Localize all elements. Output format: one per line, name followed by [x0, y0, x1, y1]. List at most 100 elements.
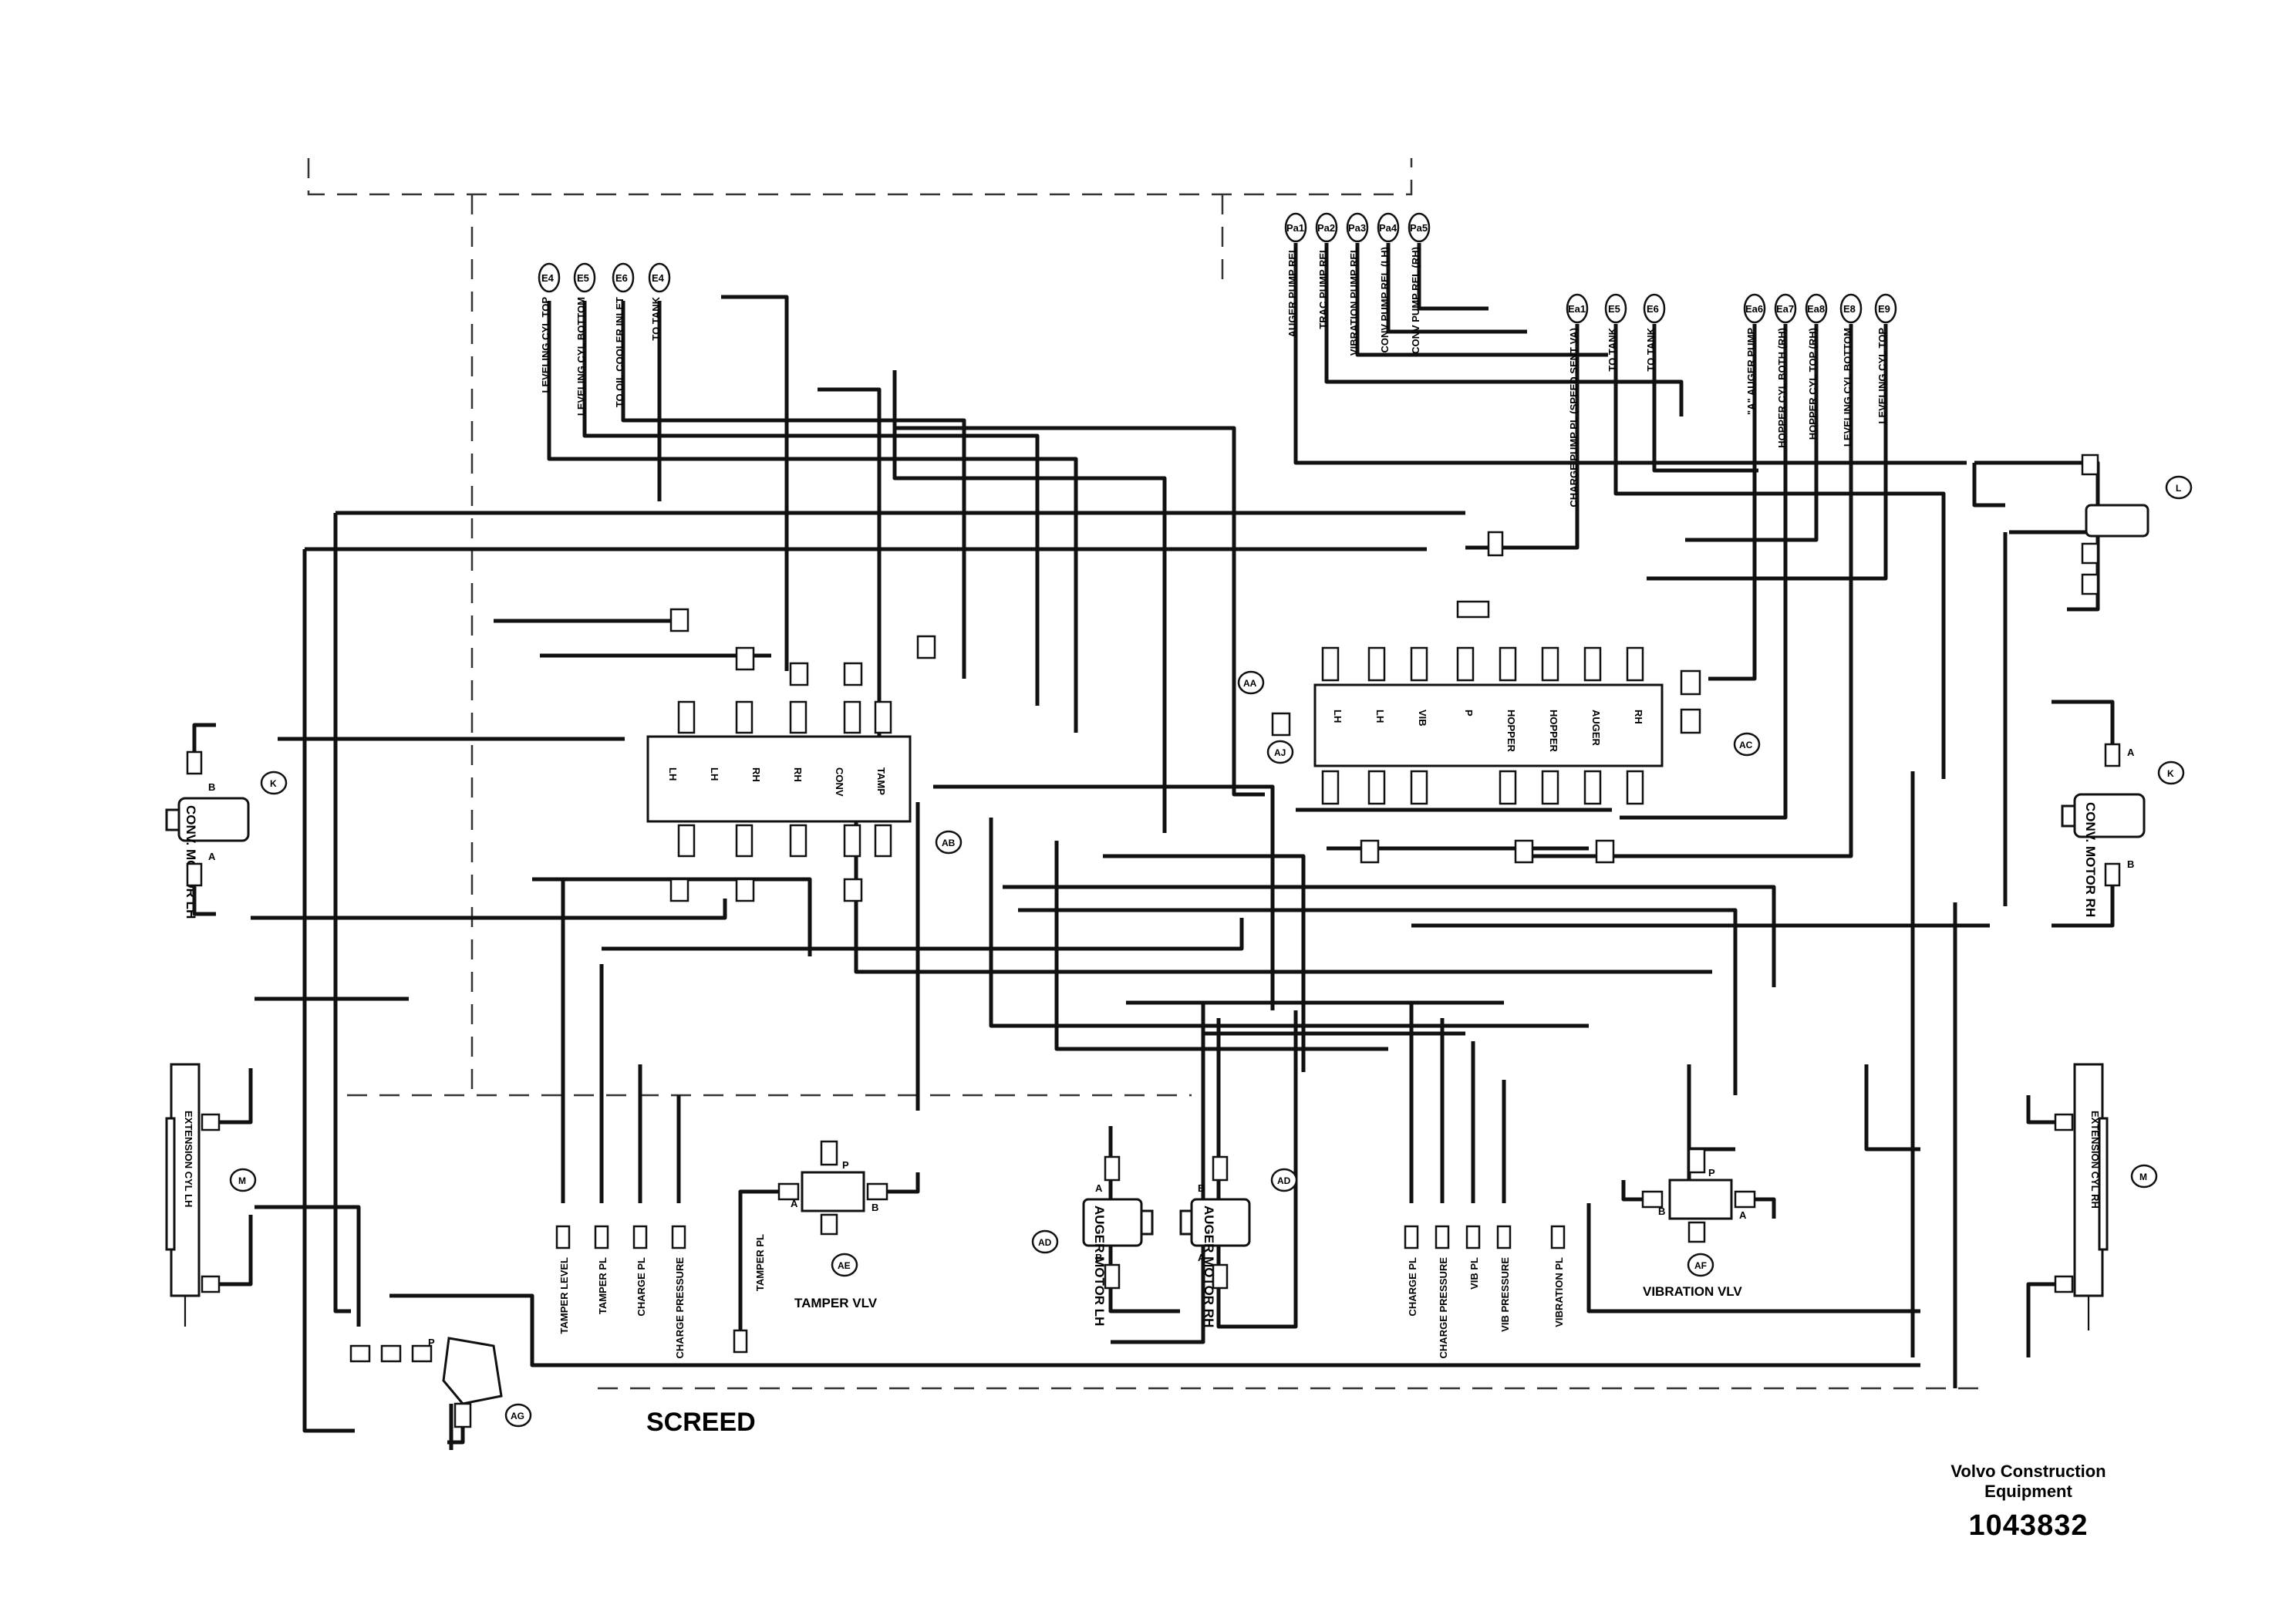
company-name-line2: Equipment: [1984, 1482, 2072, 1501]
svg-text:HOPPER CYL TOP (RH): HOPPER CYL TOP (RH): [1807, 328, 1819, 440]
svg-text:AUGER PUMP REL: AUGER PUMP REL: [1286, 247, 1298, 338]
right-manifold-section-1: LH: [1332, 710, 1344, 723]
svg-text:TO TANK: TO TANK: [1607, 327, 1618, 371]
svg-text:VIBRATION VLV: VIBRATION VLV: [1643, 1284, 1742, 1299]
ext-cyl-lh: EXTENSION CYL LH M: [165, 1063, 257, 1327]
svg-text:LEVELING CYL BOTTOM: LEVELING CYL BOTTOM: [1842, 328, 1853, 447]
bottom-left-labels: TAMPER LEVEL TAMPER PL CHARGE PL CHARGE …: [555, 1225, 766, 1359]
callout-ad-left: AD: [1031, 1229, 1059, 1254]
svg-text:AE: AE: [838, 1260, 851, 1271]
svg-text:P: P: [842, 1159, 849, 1171]
svg-text:TAMPER PL: TAMPER PL: [597, 1257, 609, 1314]
svg-text:E4: E4: [541, 272, 555, 284]
svg-text:TAMPER PL: TAMPER PL: [754, 1234, 766, 1291]
svg-text:M: M: [2139, 1172, 2147, 1182]
svg-text:VIBRATION PUMP REL: VIBRATION PUMP REL: [1348, 247, 1360, 356]
hose-routes: [251, 243, 2100, 1450]
svg-text:VIB PL: VIB PL: [1468, 1257, 1480, 1290]
svg-text:K: K: [270, 778, 277, 789]
svg-text:CHARGE PRESSURE: CHARGE PRESSURE: [674, 1257, 686, 1359]
callout-ae: AE: [831, 1253, 858, 1277]
svg-text:CONV PUMP REL (RH): CONV PUMP REL (RH): [1410, 247, 1421, 354]
callout-k-right: K: [2157, 760, 2185, 785]
svg-text:AD: AD: [1038, 1237, 1052, 1248]
callout-af: AF: [1687, 1253, 1714, 1277]
svg-text:TAMPER LEVEL: TAMPER LEVEL: [558, 1257, 570, 1334]
svg-text:Ea7: Ea7: [1776, 303, 1794, 315]
control-block: P AG: [349, 1337, 532, 1445]
svg-text:TO TANK: TO TANK: [1645, 327, 1657, 371]
ext-cyl-rh: EXTENSION CYL RH M: [2026, 1063, 2158, 1357]
svg-text:E4: E4: [652, 272, 665, 284]
right-manifold-section-4: P: [1463, 710, 1475, 717]
label-e5-level-bottom: E5 LEVELING CYL BOTTOM: [573, 262, 596, 416]
svg-text:AA: AA: [1243, 678, 1257, 689]
svg-text:E5: E5: [1608, 303, 1620, 315]
svg-text:VIB PRESSURE: VIB PRESSURE: [1499, 1257, 1511, 1332]
svg-text:CONV. MOTOR RH: CONV. MOTOR RH: [2083, 802, 2098, 917]
tamper-valve: P A B TAMPER VLV AE: [738, 1140, 920, 1334]
svg-text:TO OIL COOLER INLET: TO OIL COOLER INLET: [614, 297, 625, 407]
svg-text:A: A: [1095, 1182, 1103, 1194]
conv-motor-lh: CONV. MOTOR LH B A K: [165, 723, 288, 919]
document-number: 1043832: [1968, 1509, 2089, 1542]
left-manifold-section-3: RH: [750, 767, 762, 782]
svg-text:AUGER MOTOR RH: AUGER MOTOR RH: [1202, 1206, 1216, 1327]
svg-text:Pa1: Pa1: [1286, 222, 1304, 234]
svg-text:Pa2: Pa2: [1317, 222, 1335, 234]
svg-text:AD: AD: [1277, 1175, 1291, 1186]
right-manifold-section-3: VIB: [1417, 710, 1428, 727]
left-manifold: LH LH RH RH CONV TAMP: [646, 608, 963, 902]
auger-motor-lh: AUGER MOTOR LH A B AD: [1031, 1155, 1154, 1326]
right-manifold-section-7: AUGER: [1590, 710, 1602, 747]
callout-m-right: M: [2130, 1164, 2158, 1189]
svg-text:LEVELING CYL TOP: LEVELING CYL TOP: [1876, 328, 1888, 424]
left-manifold-section-2: LH: [709, 767, 720, 781]
callout-aj: AJ: [1266, 740, 1294, 764]
svg-text:TO TANK: TO TANK: [650, 296, 662, 340]
svg-text:A: A: [1739, 1209, 1747, 1221]
callout-k-left: K: [260, 771, 288, 795]
top-center-labels: Pa1 AUGER PUMP REL Pa2 TRAC PUMP REL Pa3…: [1284, 212, 1431, 356]
svg-text:B: B: [208, 781, 215, 793]
left-manifold-section-1: LH: [667, 767, 679, 781]
left-manifold-section-5: CONV: [834, 767, 845, 797]
callout-m-left: M: [229, 1168, 257, 1192]
svg-text:EXTENSION CYL LH: EXTENSION CYL LH: [183, 1111, 194, 1207]
svg-text:P: P: [1708, 1167, 1715, 1179]
svg-text:B: B: [2127, 858, 2134, 870]
right-manifold-section-6: HOPPER: [1548, 710, 1559, 753]
callout-ag: AG: [504, 1403, 532, 1428]
left-manifold-section-4: RH: [792, 767, 804, 782]
title-block: Volvo Construction Equipment 1043832: [1920, 1462, 2136, 1543]
svg-text:AJ: AJ: [1274, 747, 1286, 758]
conv-motor-rh: CONV. MOTOR RH A B K: [2061, 700, 2185, 928]
svg-text:AC: AC: [1739, 740, 1753, 750]
svg-text:A: A: [1198, 1252, 1205, 1263]
callout-ab: AB: [935, 830, 963, 855]
section-label-screed: SCREED: [646, 1408, 756, 1437]
vibration-valve: P B A VIBRATION VLV AF: [1621, 1148, 1776, 1299]
svg-text:B: B: [872, 1202, 878, 1213]
callout-ac: AC: [1733, 732, 1761, 757]
label-e4-tank: E4 TO TANK: [648, 262, 671, 341]
svg-text:E9: E9: [1878, 303, 1890, 315]
svg-text:LEVELING CYL TOP: LEVELING CYL TOP: [540, 297, 551, 393]
svg-text:VIBRATION PL: VIBRATION PL: [1553, 1257, 1565, 1327]
callout-l: L: [2165, 475, 2193, 500]
right-manifold: LH LH VIB P HOPPER HOPPER AUGER RH: [1237, 531, 1761, 864]
svg-text:AB: AB: [942, 838, 956, 848]
right-manifold-section-2: LH: [1374, 710, 1386, 723]
svg-text:CHARGE PRESSURE: CHARGE PRESSURE: [1438, 1257, 1449, 1359]
svg-text:Ea1: Ea1: [1568, 303, 1586, 315]
svg-text:B: B: [1198, 1182, 1205, 1194]
left-manifold-sections: LH LH RH RH CONV TAMP: [667, 767, 887, 797]
svg-text:P: P: [428, 1337, 435, 1348]
right-manifold-fittings: [1271, 531, 1701, 864]
dashed-boundaries: [307, 158, 1990, 1390]
svg-text:CHARGE PL: CHARGE PL: [636, 1257, 647, 1317]
svg-text:Pa5: Pa5: [1410, 222, 1428, 234]
svg-text:Pa3: Pa3: [1348, 222, 1366, 234]
svg-text:CHARGE PL: CHARGE PL: [1407, 1257, 1418, 1317]
svg-text:CHARGE PUMP PL (SPEED SENT VA): CHARGE PUMP PL (SPEED SENT VA): [1568, 328, 1580, 508]
